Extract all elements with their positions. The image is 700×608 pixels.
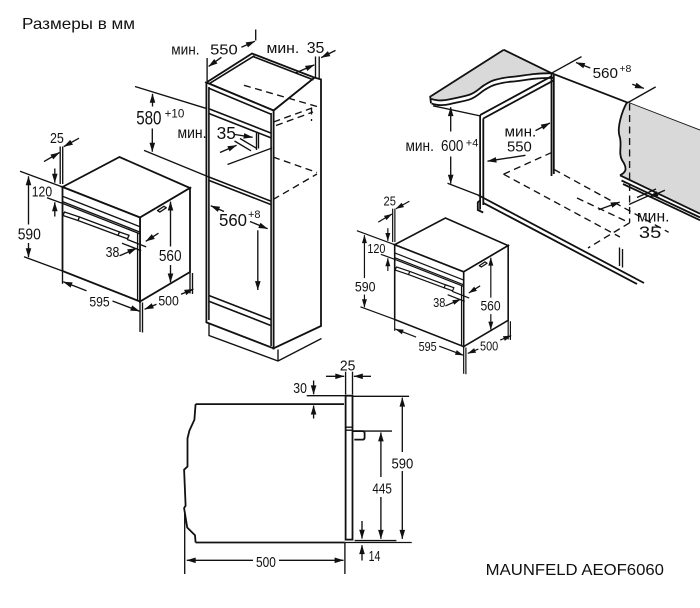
svg-text:590: 590 xyxy=(392,457,414,473)
svg-text:38: 38 xyxy=(106,245,120,261)
svg-text:550: 550 xyxy=(210,43,238,59)
svg-text:550: 550 xyxy=(507,140,532,156)
svg-text:мин.: мин. xyxy=(406,138,434,155)
svg-text:120: 120 xyxy=(32,185,52,201)
svg-text:+8: +8 xyxy=(248,209,261,221)
svg-text:мин.: мин. xyxy=(637,209,670,226)
svg-text:+10: +10 xyxy=(165,107,185,121)
svg-text:580: 580 xyxy=(136,108,161,129)
svg-text:560: 560 xyxy=(159,248,182,265)
svg-text:560: 560 xyxy=(219,210,247,230)
svg-text:мин.: мин. xyxy=(171,43,199,59)
svg-text:мин.: мин. xyxy=(505,124,537,140)
svg-text:25: 25 xyxy=(50,131,64,147)
svg-text:30: 30 xyxy=(293,381,307,397)
svg-text:35: 35 xyxy=(307,40,325,57)
svg-text:+8: +8 xyxy=(619,63,631,75)
svg-text:445: 445 xyxy=(372,482,392,498)
svg-text:600: 600 xyxy=(441,138,464,155)
svg-text:500: 500 xyxy=(158,293,179,309)
svg-text:25: 25 xyxy=(340,358,356,374)
svg-text:595: 595 xyxy=(89,293,109,309)
svg-text:MAUNFELD AEOF6060: MAUNFELD AEOF6060 xyxy=(486,562,664,579)
svg-text:590: 590 xyxy=(18,227,41,244)
svg-text:500: 500 xyxy=(256,555,276,571)
svg-text:35: 35 xyxy=(639,224,661,242)
svg-text:+4: +4 xyxy=(466,137,479,149)
svg-text:560: 560 xyxy=(593,65,618,82)
svg-text:мин.: мин. xyxy=(178,125,207,142)
svg-text:Размеры в мм: Размеры в мм xyxy=(22,16,135,33)
svg-text:14: 14 xyxy=(369,549,381,565)
svg-text:35: 35 xyxy=(217,123,236,143)
svg-text:мин.: мин. xyxy=(267,41,300,57)
